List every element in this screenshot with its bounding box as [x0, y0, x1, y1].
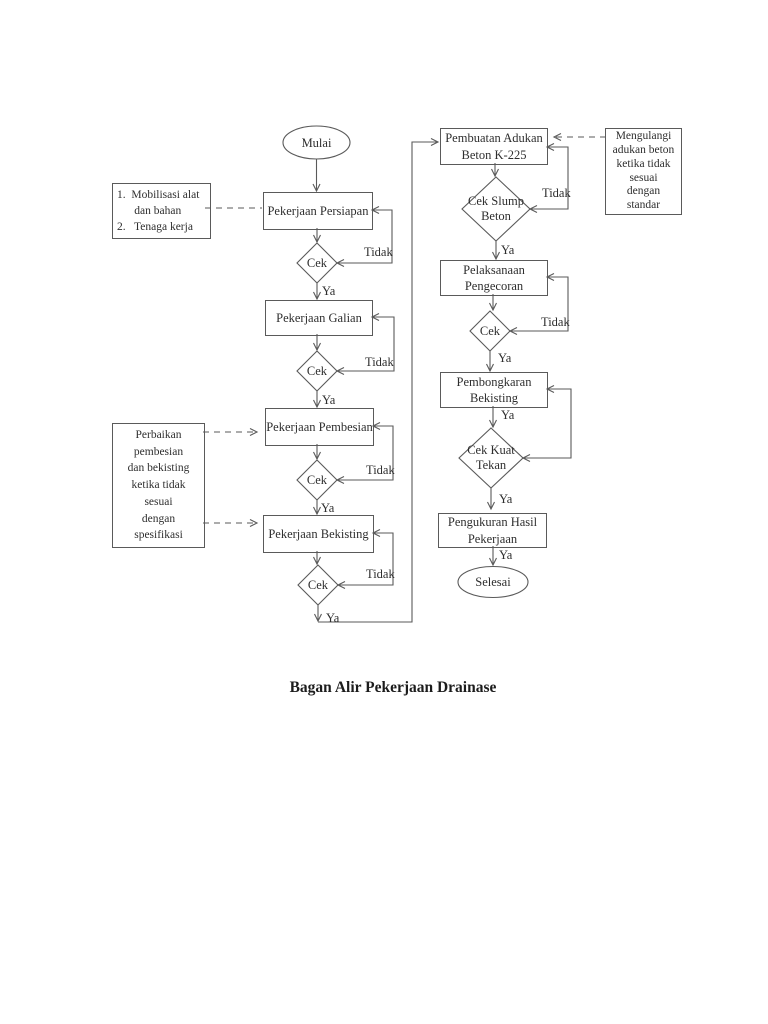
end-terminal-label: Selesai [475, 574, 511, 589]
edge-cek3-tidak-loop [335, 422, 394, 484]
edge-label-ya-8: Ya [499, 492, 513, 506]
edge-label-tidak-6: Tidak [541, 315, 570, 329]
process-pekerjaan-pembesian: Pekerjaan Pembesian [265, 408, 374, 446]
edge-label-ya-9: Ya [499, 548, 513, 562]
edge-label-tidak-3: Tidak [366, 463, 395, 477]
edge-label-ya-6: Ya [498, 351, 512, 365]
edge-label-ya-2: Ya [322, 393, 336, 407]
edge-label-tidak-2: Tidak [365, 355, 394, 369]
process-pekerjaan-galian: Pekerjaan Galian [265, 300, 373, 336]
decision-cek4-label: Cek [307, 577, 329, 592]
note-mobilisasi: 1. Mobilisasi alat dan bahan 2. Tenaga k… [112, 183, 211, 239]
decision-cek-slump-label: Cek Slump Beton [468, 194, 524, 223]
edge-label-tidak-4: Tidak [366, 567, 395, 581]
process-pekerjaan-persiapan: Pekerjaan Persiapan [263, 192, 373, 230]
start-terminal-label: Mulai [301, 135, 332, 150]
decision-cek5-label: Cek [479, 323, 501, 338]
edge-riser-to-adukan [318, 138, 440, 623]
process-pembuatan-adukan: Pembuatan Adukan Beton K-225 [440, 128, 548, 165]
edge-label-tidak-5: Tidak [542, 186, 571, 200]
edge-cek5-tidak-loop [508, 273, 569, 335]
edge-cek2-tidak-loop [335, 313, 395, 375]
edge-label-ya-1: Ya [322, 284, 336, 298]
edge-label-tidak-1: Tidak [364, 245, 393, 259]
edge-label-ya-4: Ya [326, 611, 340, 625]
edge-cekslump-tidak-loop [528, 143, 569, 213]
process-pekerjaan-bekisting: Pekerjaan Bekisting [263, 515, 374, 553]
decision-cek1-label: Cek [306, 255, 328, 270]
decision-cek2-label: Cek [306, 363, 328, 378]
edge-label-ya-3: Ya [321, 501, 335, 515]
edge-cek4-tidak-loop [336, 529, 394, 589]
note-mengulangi: Mengulangi adukan beton ketika tidak ses… [605, 128, 682, 215]
edge-label-ya-5: Ya [501, 243, 515, 257]
end-terminal-shape [457, 565, 529, 599]
page-title: Bagan Alir Pekerjaan Drainase [289, 679, 497, 696]
edge-cekkuat-tidak-loop [521, 385, 572, 462]
decision-cek-kuat-label: Cek Kuat Tekan [467, 443, 515, 472]
note-perbaikan: Perbaikan pembesian dan bekisting ketika… [112, 423, 205, 548]
edge-label-ya-7: Ya [501, 408, 515, 422]
process-pembongkaran-bekisting: Pembongkaran Bekisting [440, 372, 548, 408]
process-pengukuran-hasil: Pengukuran Hasil Pekerjaan [438, 513, 547, 548]
decision-cek3-label: Cek [306, 472, 328, 487]
process-pelaksanaan-pengecoran: Pelaksanaan Pengecoran [440, 260, 548, 296]
edge-cek1-tidak-loop [335, 206, 393, 267]
